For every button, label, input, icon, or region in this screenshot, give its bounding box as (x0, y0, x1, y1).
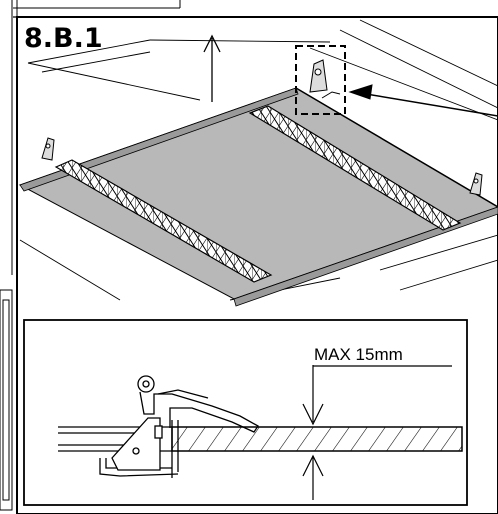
mounting-clip-right (469, 172, 483, 196)
mounting-clip-left (41, 137, 55, 161)
lift-arrow (203, 34, 221, 102)
ceiling-tile-section (171, 426, 463, 452)
luminaire-panel (18, 87, 498, 307)
detail-highlight-box (295, 45, 346, 115)
louver-strip-right (248, 105, 462, 231)
dimension-marker (302, 365, 452, 500)
mounting-clip-top (309, 59, 341, 99)
callout-arrow (348, 84, 498, 117)
spring-clip-detail (111, 375, 259, 471)
louver-strip-left (54, 159, 273, 283)
max-thickness-label: MAX 15mm (314, 345, 403, 364)
step-label: 8.B.1 (24, 23, 103, 54)
detail-inset: MAX 15mm (23, 319, 468, 506)
